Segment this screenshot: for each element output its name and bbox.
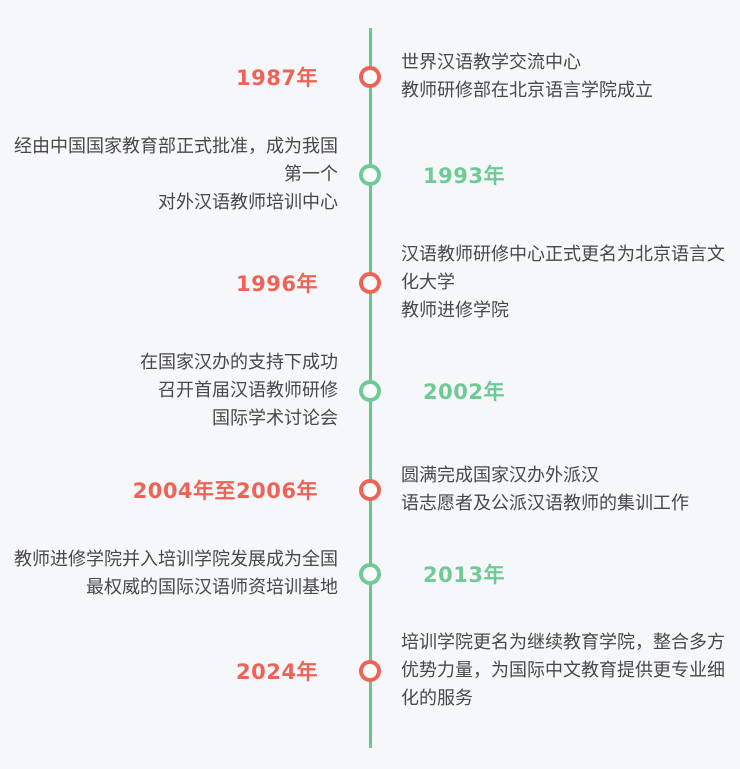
description-line: 语志愿者及公派汉语教师的集训工作 [401, 493, 689, 514]
timeline-node-circle-icon [359, 479, 381, 501]
description-line: 教师研修部在北京语言学院成立 [401, 80, 653, 101]
description-line: 国际学术讨论会 [212, 408, 338, 429]
year-label: 2013年 [423, 563, 505, 587]
description-line: 世界汉语教学交流中心 [401, 52, 581, 73]
description-line: 在国家汉办的支持下成功 [140, 352, 338, 373]
timeline-node-circle-icon [359, 380, 381, 402]
description-line: 第一个 [284, 164, 338, 185]
event-description: 汉语教师研修中心正式更名为北京语言文 化大学 教师进修学院 [401, 241, 725, 325]
year-label: 1993年 [423, 164, 505, 188]
description-line: 优势力量，为国际中文教育提供更专业细 [401, 660, 725, 681]
event-description: 圆满完成国家汉办外派汉 语志愿者及公派汉语教师的集训工作 [401, 462, 689, 518]
description-line: 对外汉语教师培训中心 [158, 192, 338, 213]
year-label: 2004年至2006年 [132, 479, 318, 503]
description-line: 最权威的国际汉语师资培训基地 [86, 577, 338, 598]
year-label: 1996年 [236, 272, 318, 296]
event-description: 在国家汉办的支持下成功 召开首届汉语教师研修 国际学术讨论会 [140, 349, 338, 433]
description-line: 教师进修学院 [401, 300, 509, 321]
event-description: 教师进修学院并入培训学院发展成为全国 最权威的国际汉语师资培训基地 [14, 546, 338, 602]
year-label: 2024年 [236, 660, 318, 684]
timeline-node-circle-icon [359, 164, 381, 186]
description-line: 教师进修学院并入培训学院发展成为全国 [14, 549, 338, 570]
event-description: 经由中国国家教育部正式批准，成为我国 第一个 对外汉语教师培训中心 [14, 133, 338, 217]
timeline-node-circle-icon [359, 272, 381, 294]
timeline-node-circle-icon [359, 563, 381, 585]
description-line: 化大学 [401, 272, 455, 293]
description-line: 化的服务 [401, 688, 473, 709]
description-line: 召开首届汉语教师研修 [158, 380, 338, 401]
year-label: 1987年 [236, 66, 318, 90]
timeline-node-circle-icon [359, 660, 381, 682]
description-line: 圆满完成国家汉办外派汉 [401, 465, 599, 486]
description-line: 经由中国国家教育部正式批准，成为我国 [14, 136, 338, 157]
event-description: 培训学院更名为继续教育学院，整合多方 优势力量，为国际中文教育提供更专业细 化的… [401, 629, 725, 713]
description-line: 汉语教师研修中心正式更名为北京语言文 [401, 244, 725, 265]
description-line: 培训学院更名为继续教育学院，整合多方 [401, 632, 725, 653]
event-description: 世界汉语教学交流中心 教师研修部在北京语言学院成立 [401, 49, 653, 105]
timeline-node-circle-icon [359, 66, 381, 88]
year-label: 2002年 [423, 380, 505, 404]
